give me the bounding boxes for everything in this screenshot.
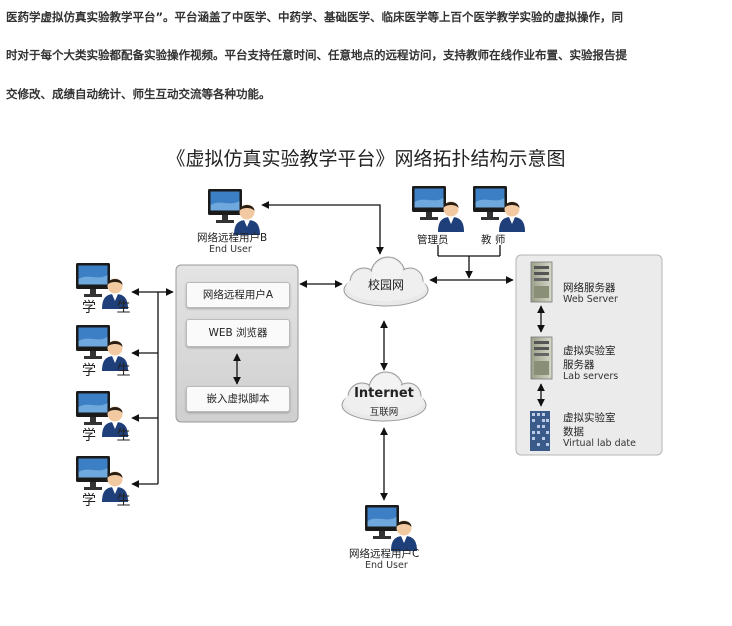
- student-label-1: 学 生: [82, 300, 139, 316]
- web-server-label: 网络服务器: [563, 282, 616, 294]
- user-b-icon: [208, 189, 260, 235]
- lab-data-label-2: 数据: [563, 426, 584, 438]
- lab-server-icon: [530, 336, 553, 380]
- lab-server-label-1: 虚拟实验室: [563, 345, 616, 357]
- student-label-2: 学 生: [82, 363, 139, 379]
- user-b-label: 网络远程用户B: [197, 232, 268, 244]
- server-container: [515, 254, 663, 456]
- user-c-icon: [365, 505, 417, 551]
- campus-network-label: 校园网: [367, 278, 404, 292]
- web-server-icon: [530, 261, 553, 303]
- intro-line-3: 交修改、成绩自动统计、师生互动交流等各种功能。: [6, 87, 271, 101]
- lab-data-label-1: 虚拟实验室: [563, 412, 616, 424]
- student-label-3: 学 生: [82, 428, 139, 444]
- lab-server-sublabel: Lab servers: [563, 371, 619, 382]
- admin-icon: [412, 186, 464, 232]
- intro-line-1: 医药学虚拟仿真实验教学平台”。平台涵盖了中医学、中药学、基础医学、临床医学等上百…: [6, 10, 624, 24]
- user-c-sublabel: End User: [365, 560, 408, 571]
- user-c-label: 网络远程用户C: [349, 548, 420, 560]
- user-b-sublabel: End User: [209, 244, 252, 255]
- teacher-label: 教 师: [481, 234, 506, 246]
- diagram-title: 《虚拟仿真实验教学平台》网络拓扑结构示意图: [166, 148, 566, 170]
- lab-data-icon: [530, 411, 550, 451]
- web-server-sublabel: Web Server: [563, 294, 618, 305]
- lab-server-label-2: 服务器: [563, 359, 595, 371]
- web-browser-box: WEB 浏览器: [186, 319, 290, 347]
- user-a-label: 网络远程用户A: [186, 282, 290, 308]
- internet-label: Internet: [354, 386, 414, 401]
- student-label-4: 学 生: [82, 493, 139, 509]
- embedded-script-box: 嵌入虚拟脚本: [186, 386, 290, 412]
- intro-line-2: 时对于每个大类实验都配备实验操作视频。平台支持任意时间、任意地点的远程访问，支持…: [6, 48, 627, 62]
- lab-data-sublabel: Virtual lab date: [563, 438, 636, 449]
- admin-label: 管理员: [417, 234, 449, 246]
- teacher-icon: [473, 186, 525, 232]
- internet-sublabel: 互联网: [369, 407, 399, 418]
